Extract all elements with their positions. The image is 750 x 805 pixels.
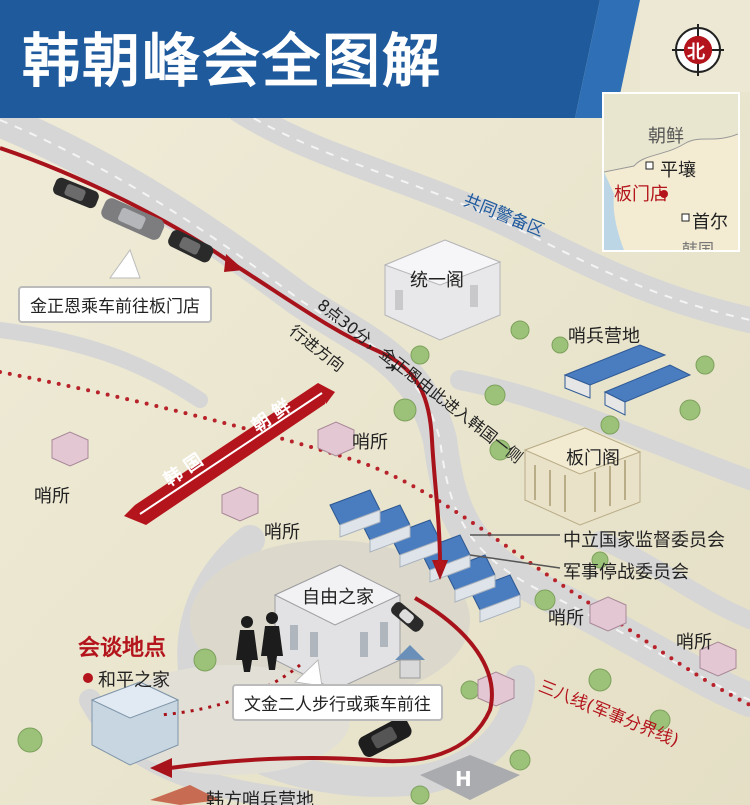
car-route-arrowhead <box>150 758 172 778</box>
inset-pyongyang: 平壤 <box>660 160 696 181</box>
helipad <box>420 755 520 800</box>
unification-pavilion-building <box>383 239 502 341</box>
direction-arrow-icon: ➜ <box>385 360 397 376</box>
guard-post-buildings <box>51 421 737 707</box>
page-title: 韩朝峰会全图解 <box>22 27 443 95</box>
compass-icon <box>672 24 724 76</box>
panmungak-label: 板门阁 <box>566 448 620 469</box>
guard-post-label: 哨所 <box>352 432 388 453</box>
meeting-place-label: 会谈地点 <box>78 636 167 661</box>
peace-house-label: 和平之家 <box>98 670 170 691</box>
mac-label: 军事停战委员会 <box>563 562 689 583</box>
nnsc-label: 中立国家监督委员会 <box>563 530 725 551</box>
callout-walk-or-drive: 文金二人步行或乘车前往 <box>232 684 443 721</box>
inset-south-korea: 韩国 <box>682 240 715 252</box>
compass-label: 北 <box>687 42 705 63</box>
south-guard-camp-label: 韩方哨兵营地 <box>206 790 314 805</box>
helipad-label: H <box>455 767 472 791</box>
meeting-point-dot <box>83 673 93 683</box>
callout-kim-tail <box>109 248 141 279</box>
title-banner-accent <box>575 0 640 118</box>
peace-house-building <box>90 681 180 766</box>
south-camp-roofs <box>150 785 220 805</box>
motorcade-cars <box>53 177 424 757</box>
inset-north-korea: 朝鲜 <box>648 126 684 147</box>
guard-post-label: 哨所 <box>548 608 584 629</box>
mac-leader-line <box>469 554 561 569</box>
panmungak-building <box>523 427 642 526</box>
jsa-blue-huts <box>329 489 521 623</box>
guard-post-label: 哨所 <box>264 522 300 543</box>
unification-pavilion-label: 统一阁 <box>410 270 464 291</box>
guard-post-label: 哨所 <box>676 632 712 653</box>
road-centerlines <box>0 109 750 701</box>
inset-map: 朝鲜 平壤 板门店 首尔 韩国 <box>602 92 740 252</box>
guard-post-label: 哨所 <box>34 486 70 507</box>
callout-kim-motorcade: 金正恩乘车前往板门店 <box>18 286 212 323</box>
compass: 北 <box>672 24 724 76</box>
freedom-house-building <box>273 564 402 691</box>
freedom-house-label: 自由之家 <box>302 587 374 608</box>
korea-direction-arrow <box>124 383 335 525</box>
inset-seoul: 首尔 <box>692 212 728 233</box>
leaders-figures <box>236 612 283 672</box>
guard-barracks-buildings <box>563 344 692 416</box>
inset-map-shape <box>604 94 738 250</box>
entry-point-dot <box>435 560 445 570</box>
guard-barracks-label: 哨兵营地 <box>568 326 640 347</box>
trees <box>17 320 715 805</box>
route-arrowhead <box>224 254 244 272</box>
gazebo <box>395 645 425 679</box>
inset-panmunjom: 板门店 <box>614 184 668 205</box>
kim-route-line <box>0 146 442 566</box>
car-route-line <box>169 596 494 770</box>
title-banner <box>0 0 600 118</box>
